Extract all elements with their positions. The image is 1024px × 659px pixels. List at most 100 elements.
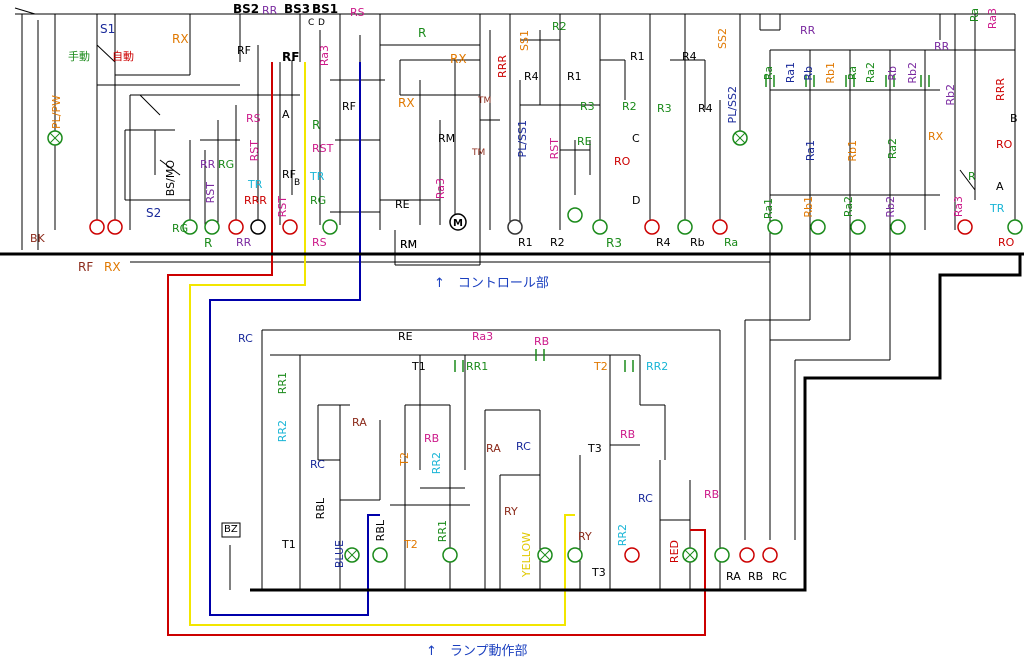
label-ra3-r: Ra3 xyxy=(986,8,999,30)
label-ra-b2: Ra xyxy=(724,236,739,249)
label-a: A xyxy=(282,108,290,121)
lamp-blue: BLUE xyxy=(333,540,346,569)
label-rb2-1: Rb2 xyxy=(906,62,919,84)
lamp-rr2-v: RR2 xyxy=(276,420,289,443)
label-tm-2: TM xyxy=(472,148,486,158)
lamp-red: RED xyxy=(668,540,681,564)
lamp-rc-b: RC xyxy=(772,570,787,583)
label-ra1-m: Ra1 xyxy=(804,140,817,162)
label-rst-3: RST xyxy=(276,196,289,218)
caption-lamp: ↑ ランプ動作部 xyxy=(426,644,528,659)
label-ra2-m: Ra2 xyxy=(886,138,899,160)
lamp-rr1-v: RR1 xyxy=(276,372,289,395)
lamp-t3: T3 xyxy=(588,442,602,455)
lamp-bz: BZ xyxy=(224,524,238,535)
lamp-ra-b: RA xyxy=(726,570,741,583)
label-rb1-m: Rb1 xyxy=(846,140,859,162)
label-r4-c: R4 xyxy=(698,102,713,115)
label-bs3: BS3 xyxy=(284,2,311,16)
label-ro-r: RO xyxy=(996,138,1013,151)
label-s2: S2 xyxy=(146,206,162,220)
label-rst-2: RST xyxy=(204,182,217,204)
lamp-t3-b: T3 xyxy=(592,566,606,579)
lamp-yellow: YELLOW xyxy=(520,532,533,578)
lamp-rr1-top: RR1 xyxy=(466,360,489,373)
label-rx-b: RX xyxy=(104,260,121,274)
label-ra2-c: Ra2 xyxy=(842,196,855,218)
label-ra-1: Ra xyxy=(762,66,775,81)
buzzer-box xyxy=(221,522,241,538)
lamp-rb-2: RB xyxy=(424,432,440,445)
lamp-rr2: RR2 xyxy=(616,524,629,547)
label-rx-mid: RX xyxy=(450,52,467,66)
label-ra-top: Ra xyxy=(968,8,981,23)
label-rr-r2: RR xyxy=(934,40,950,53)
label-rm: RM xyxy=(438,132,456,145)
label-pl-ss1: PL/SS1 xyxy=(516,120,529,158)
label-rb-1: Rb xyxy=(802,66,815,81)
label-rst-1: RST xyxy=(248,140,261,162)
label-rf-1: RF xyxy=(237,44,251,57)
lamp-rc-3: RC xyxy=(638,492,653,505)
label-rs-b: RS xyxy=(312,236,327,249)
label-bs2: BS2 xyxy=(233,2,260,16)
lamp-rb-b: RB xyxy=(748,570,764,583)
label-rf-3: RF xyxy=(342,100,356,113)
lamp-ra-2: RA xyxy=(486,442,501,455)
control-wiring xyxy=(14,7,1016,590)
label-re-coil: RE xyxy=(395,198,410,211)
label-r-1: R xyxy=(312,118,321,132)
lamp-rbl-2: RBL xyxy=(374,520,387,542)
label-rf-b: RF xyxy=(78,260,94,274)
label-rb-2: Rb xyxy=(886,66,899,81)
yellow-wire xyxy=(189,62,575,626)
label-b-r: B xyxy=(1010,112,1018,125)
lamp-rbl-1: RBL xyxy=(314,498,327,520)
blue-wire xyxy=(209,62,380,616)
label-rf-4: RF xyxy=(282,168,296,181)
colored-wires xyxy=(167,62,706,636)
label-pl-pw: PL/PW xyxy=(50,95,63,129)
label-rb1-1: Rb1 xyxy=(824,62,837,84)
label-c2: C xyxy=(632,132,640,145)
label-rf-2: RF xyxy=(282,50,300,64)
label-r2-mid: R2 xyxy=(622,100,637,113)
lamp-ry-1: RY xyxy=(504,505,518,518)
lamp-rb-3: RB xyxy=(620,428,636,441)
label-bs-mo: BS/MO xyxy=(164,160,177,197)
label-rb2-v: Rb2 xyxy=(944,84,957,106)
label-rr-right: RR xyxy=(800,24,816,37)
label-ss1: SS1 xyxy=(518,30,531,51)
label-r1-top: R1 xyxy=(567,70,582,83)
lamp-rr1: RR1 xyxy=(436,520,449,543)
label-ra3-c: Ra3 xyxy=(952,196,965,218)
label-rst-4: RST xyxy=(312,142,334,155)
label-ra-2: Ra xyxy=(846,66,859,81)
label-r3-b2: R3 xyxy=(606,236,622,250)
lamp-rr2-v2: RR2 xyxy=(430,452,443,475)
label-a-r: A xyxy=(996,180,1004,193)
label-r2-b2: R2 xyxy=(550,236,565,249)
label-rs-coil: RS xyxy=(246,112,261,125)
label-rg-b: RG xyxy=(172,222,189,235)
label-rrr-1: RRR xyxy=(244,194,267,207)
label-r-b: R xyxy=(204,236,213,250)
label-ss2: SS2 xyxy=(716,28,729,49)
label-r1-b2: R1 xyxy=(518,236,533,249)
label-rx-top: RX xyxy=(172,32,189,46)
label-d2: D xyxy=(632,194,641,207)
label-s1: S1 xyxy=(100,22,116,36)
lamp-t1: T1 xyxy=(282,538,296,551)
power-buses xyxy=(0,252,1024,592)
lamp-rr2-top: RR2 xyxy=(646,360,669,373)
label-tm-1: TM xyxy=(478,96,492,106)
svg-text:M: M xyxy=(453,218,463,229)
label-r3-top: R3 xyxy=(580,100,595,113)
lamp-marks xyxy=(49,132,746,561)
label-rr-top: RR xyxy=(262,4,278,17)
lamp-t2-v: T2 xyxy=(398,452,411,466)
label-ra2-1: Ra2 xyxy=(864,62,877,84)
contact-symbols xyxy=(454,75,930,372)
